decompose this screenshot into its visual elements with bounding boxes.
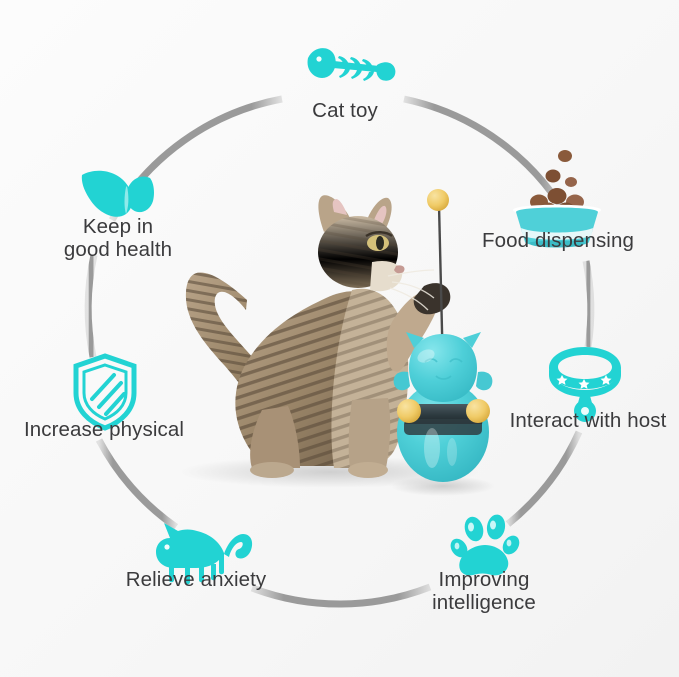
bowl-stripe bbox=[521, 228, 593, 240]
collar-lower bbox=[549, 367, 621, 397]
paw-print-icon bbox=[450, 514, 520, 576]
toy-side-nub-left bbox=[393, 371, 410, 391]
toy-ear-right bbox=[463, 332, 481, 348]
node-label-relieve-anxiety: Relieve anxiety bbox=[125, 568, 267, 591]
toy-ear-left bbox=[406, 332, 424, 348]
collar-band bbox=[549, 347, 621, 389]
cat-hind-leg bbox=[250, 406, 300, 468]
cat-front-leg bbox=[348, 398, 391, 468]
node-label-interact-with-host: Interact with host bbox=[509, 409, 667, 432]
arc-anxiety-to-intelligence bbox=[250, 583, 432, 608]
cat-paw-front bbox=[348, 462, 388, 478]
teal-cat-tumbler-toy bbox=[393, 189, 493, 482]
node-keep-in-good-health[interactable]: Keep in good health bbox=[3, 212, 233, 262]
node-relieve-anxiety[interactable]: Relieve anxiety bbox=[81, 565, 311, 592]
toy-cat-head bbox=[409, 334, 477, 402]
walking-cat-icon bbox=[156, 523, 253, 585]
shield-inner bbox=[82, 363, 128, 421]
node-cat-toy[interactable]: Cat toy bbox=[230, 96, 460, 123]
arc-health-to-physical bbox=[84, 254, 98, 358]
arc-food-to-interact bbox=[582, 260, 595, 348]
node-label-improving-intelligence: Improving intelligence bbox=[432, 568, 536, 614]
food-bowl-icon bbox=[513, 150, 601, 248]
tabby-cat bbox=[185, 195, 451, 478]
cat-nose bbox=[394, 265, 405, 274]
node-food-dispensing[interactable]: Food dispensing bbox=[443, 226, 673, 253]
collar-studs bbox=[556, 375, 612, 389]
cat-head bbox=[318, 195, 435, 311]
shield-outline bbox=[73, 353, 137, 431]
cat-paw-hind bbox=[250, 462, 294, 478]
node-label-cat-toy: Cat toy bbox=[312, 99, 378, 122]
collar-tag-ring bbox=[578, 392, 592, 403]
toy-face bbox=[424, 358, 463, 380]
bowl-foot bbox=[529, 240, 585, 248]
arc-interact-to-intelligence bbox=[505, 430, 583, 527]
toy-side-ball-right bbox=[466, 399, 490, 423]
toy-side-ball-left bbox=[397, 399, 421, 423]
leaf-butterfly-icon bbox=[81, 170, 154, 217]
node-label-increase-physical: Increase physical bbox=[23, 418, 185, 441]
node-improving-intelligence[interactable]: Improving intelligence bbox=[369, 565, 599, 615]
node-increase-physical[interactable]: Increase physical bbox=[0, 415, 219, 442]
toy-wand-ball bbox=[427, 189, 449, 211]
toy-side-nub-right bbox=[476, 371, 493, 391]
fishbone-icon bbox=[307, 48, 396, 81]
shield-stripes bbox=[90, 373, 126, 416]
center-subject bbox=[180, 189, 495, 496]
node-label-keep-in-good-health: Keep in good health bbox=[63, 215, 173, 261]
node-interact-with-host[interactable]: Interact with host bbox=[473, 406, 679, 433]
shield-icon bbox=[73, 353, 137, 431]
node-label-food-dispensing: Food dispensing bbox=[482, 229, 634, 252]
arc-physical-to-anxiety bbox=[95, 438, 179, 530]
kibble-falling bbox=[545, 150, 577, 187]
cat-collar-icon bbox=[549, 347, 621, 422]
toy-shadow bbox=[391, 476, 495, 496]
